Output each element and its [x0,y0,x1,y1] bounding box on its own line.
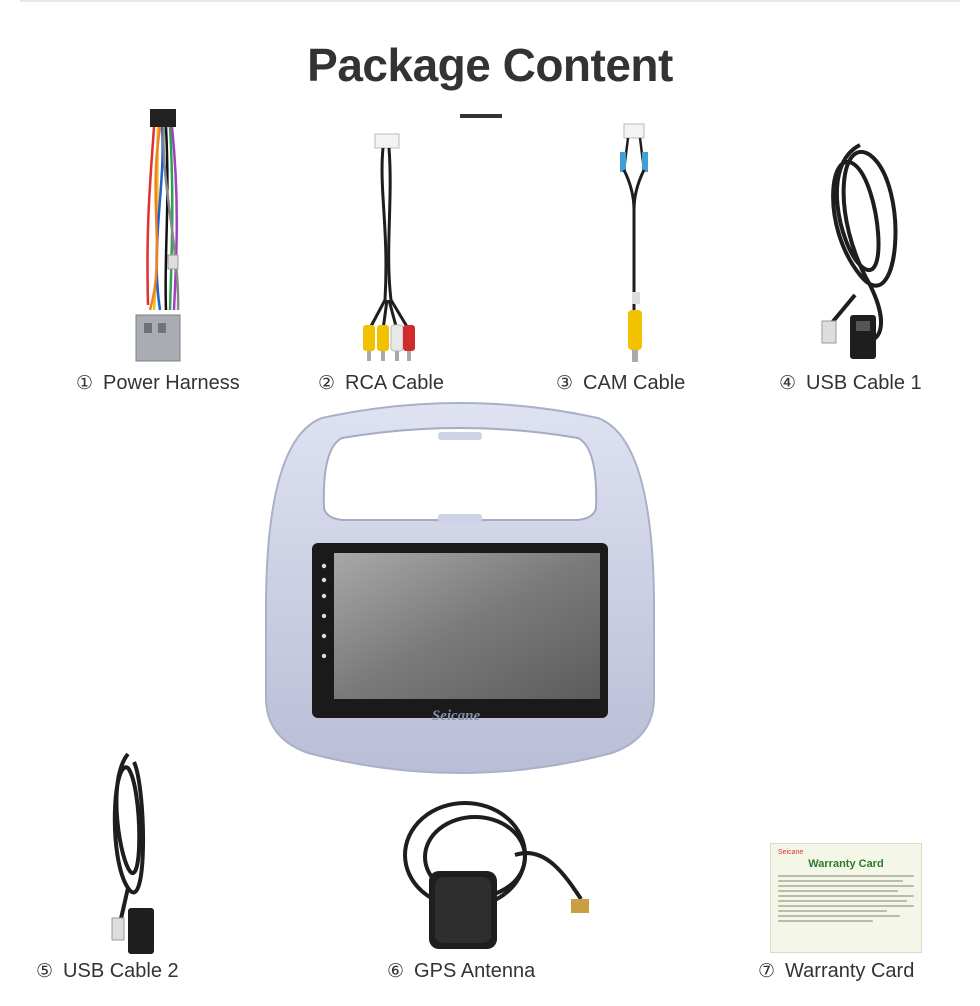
top-divider [20,0,960,2]
warranty-text-line [778,915,901,917]
warranty-text-line [778,910,887,912]
warranty-text-line [778,880,904,882]
warranty-card-image: Seicane Warranty Card [770,843,922,953]
warranty-text-line [778,875,914,877]
cam-cable-image [610,120,660,370]
gps-antenna-image [395,795,600,955]
rca-cable-image [355,130,425,370]
warranty-text-line [778,920,874,922]
warranty-text-line [778,885,914,887]
warranty-card-brand: Seicane [778,849,804,856]
usb-cable-2-image [88,748,168,958]
warranty-card-title: Warranty Card [808,858,884,870]
title-underline [460,114,502,118]
head-unit-brand-logo: Seicane [432,708,481,724]
page-title: Package Content [307,39,673,91]
usb-cable-1-image [800,125,910,365]
warranty-text-line [778,905,914,907]
warranty-text-line [778,895,914,897]
head-unit-image: Seicane [262,398,658,778]
warranty-text-line [778,890,898,892]
power-harness-image [120,105,200,365]
warranty-text-line [778,900,908,902]
